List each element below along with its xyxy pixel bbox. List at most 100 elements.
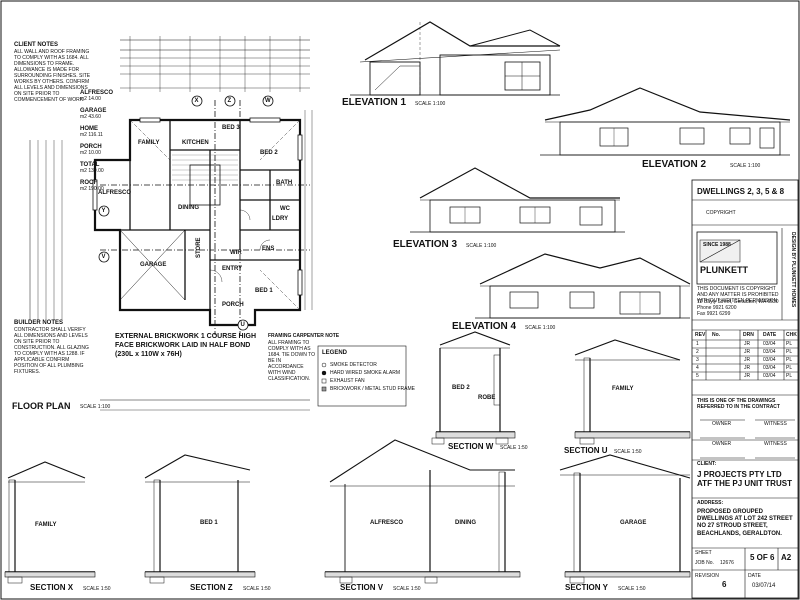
project-address: PROPOSED GROUPED DWELLINGS AT LOT 242 ST…: [697, 509, 793, 537]
grid-markers: [98, 95, 274, 331]
elevation-3-title: ELEVATION 3: [393, 239, 458, 250]
title-block-frame: [692, 199, 798, 598]
job-no-label: JOB No.: [695, 560, 714, 566]
grid-marker: Z: [227, 98, 232, 104]
elevation-4-scale: SCALE 1:100: [525, 325, 556, 331]
client-notes-title: CLIENT NOTES: [14, 42, 59, 48]
section-u-scale: SCALE 1:50: [614, 449, 642, 455]
revision-value: 6: [722, 580, 727, 589]
legend-item: EXHAUST FAN: [330, 378, 365, 384]
rev-cell: PL: [786, 365, 793, 371]
date-label: DATE: [748, 573, 761, 579]
rev-cell: JR: [744, 357, 751, 363]
table-header: DATE: [763, 332, 777, 338]
section-v-title: SECTION V: [340, 583, 384, 592]
section-y-title: SECTION Y: [565, 583, 608, 592]
dwellings-title: DWELLINGS 2, 3, 5 & 8: [697, 187, 785, 196]
table-header: DRN: [743, 332, 754, 338]
grid-marker: W: [265, 98, 271, 104]
room-store: STORE: [196, 237, 202, 258]
section-x: [4, 461, 96, 584]
company-logo: PLUNKETT: [700, 265, 748, 275]
company-fax: Fax 9921 6299: [697, 311, 731, 317]
room-bed2: BED 2: [260, 150, 278, 156]
room-bath: BATH: [276, 180, 293, 186]
room-wc: WC: [280, 206, 290, 212]
area-value: m2 139.00: [80, 168, 104, 174]
elevation-4: [475, 253, 691, 319]
builder-notes-body: CONTRACTOR SHALL VERIFY ALL DIMENSIONS A…: [14, 327, 89, 375]
rev-cell: PL: [786, 341, 793, 347]
elevation-2: [540, 87, 791, 156]
grid-marker: Y: [101, 208, 106, 214]
section-z-scale: SCALE 1:50: [243, 586, 271, 592]
rev-cell: 03/04: [763, 341, 776, 347]
section-room: BED 1: [200, 520, 218, 526]
area-value: m2 43.60: [80, 114, 101, 120]
section-v-scale: SCALE 1:50: [393, 586, 421, 592]
rev-cell: 03/04: [763, 357, 776, 363]
section-room: FAMILY: [35, 522, 57, 528]
rev-cell: JR: [744, 349, 751, 355]
rev-cell: 1: [696, 341, 699, 347]
sheet-size: A2: [781, 553, 792, 562]
sheet-label: SHEET: [695, 550, 712, 556]
rev-cell: 3: [696, 357, 699, 363]
copyright-notice: THIS DOCUMENT IS COPYRIGHT AND ANY MATTE…: [697, 286, 779, 304]
section-x-title: SECTION X: [30, 583, 74, 592]
builder-notes-title: BUILDER NOTES: [14, 320, 64, 326]
section-room: DINING: [455, 520, 476, 526]
area-name: ALFRESCO: [80, 90, 113, 96]
area-name: PORCH: [80, 144, 102, 150]
rev-cell: JR: [744, 373, 751, 379]
grid-marker: V: [101, 254, 106, 260]
rev-cell: 03/04: [763, 373, 776, 379]
area-value: m2 14.00: [80, 96, 101, 102]
section-room: BED 2: [452, 385, 470, 391]
client-label: CLIENT:: [697, 461, 717, 467]
area-name: TOTAL: [80, 162, 100, 168]
rev-cell: PL: [786, 357, 793, 363]
address-label: ADDRESS:: [697, 500, 724, 506]
room-bed3: BED 3: [222, 125, 240, 131]
framing-note-body: ALL FRAMING TO COMPLY WITH AS 1684. TIE …: [268, 340, 315, 382]
room-ldry: LDRY: [272, 216, 289, 222]
client-name: J PROJECTS PTY LTD ATF THE PJ UNIT TRUST: [697, 470, 792, 489]
section-w: [431, 331, 516, 445]
section-u: [574, 339, 691, 445]
room-alfresco: ALFRESCO: [98, 190, 131, 196]
witness-label: WITNESS: [764, 441, 787, 447]
table-header: REV: [695, 332, 706, 338]
area-name: HOME: [80, 126, 98, 132]
room-dining: DINING: [178, 205, 199, 211]
section-room: ALFRESCO: [370, 520, 403, 526]
rev-cell: JR: [744, 365, 751, 371]
section-u-title: SECTION U: [564, 446, 608, 455]
date-value: 03/07/14: [752, 583, 776, 589]
elevation-1-title: ELEVATION 1: [342, 97, 407, 108]
room-kitchen: KITCHEN: [182, 140, 209, 146]
room-wir: WIR: [230, 250, 242, 256]
rev-cell: 03/04: [763, 365, 776, 371]
floor-plan: [29, 36, 313, 411]
witness-label: WITNESS: [764, 421, 787, 427]
legend-item: HARD WIRED SMOKE ALARM: [330, 370, 401, 376]
copyright-label: COPYRIGHT: [706, 210, 736, 216]
section-x-scale: SCALE 1:50: [83, 586, 111, 592]
grid-marker: U: [240, 322, 245, 328]
legend-title: LEGEND: [322, 350, 348, 356]
grid-marker: X: [194, 98, 199, 104]
company-address: 12 Bayly Street, Geraldton, WA 6530: [697, 299, 779, 305]
section-y-scale: SCALE 1:50: [618, 586, 646, 592]
elevation-3-scale: SCALE 1:100: [466, 243, 497, 249]
rev-cell: 5: [696, 373, 699, 379]
section-w-scale: SCALE 1:50: [500, 445, 528, 451]
area-value: m2 116.11: [80, 132, 103, 138]
section-room: FAMILY: [612, 386, 634, 392]
room-family: FAMILY: [138, 140, 160, 146]
area-value: m2 190.00: [80, 186, 104, 192]
rev-cell: PL: [786, 349, 793, 355]
since-badge: SINCE 1988: [703, 242, 731, 248]
section-room: ROBE: [478, 395, 496, 401]
